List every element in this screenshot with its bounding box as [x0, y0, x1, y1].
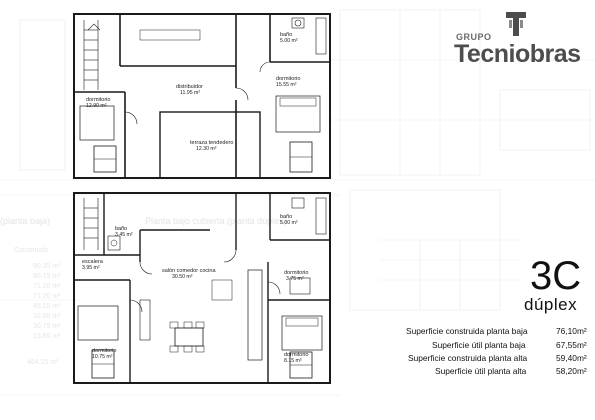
brand-mark-icon [506, 12, 526, 36]
surface-value: 76,10m² [556, 326, 587, 336]
lower-stair [83, 198, 99, 250]
upper-stair [83, 20, 101, 90]
background-value: 71.20 m² [33, 283, 61, 290]
room-area: 3.45 m² [115, 232, 133, 238]
surface-value: 67,55m² [556, 340, 587, 350]
background-value: 90.35 m² [33, 263, 61, 270]
room-name: dormitorio [276, 76, 300, 82]
room-name: escalera [82, 259, 104, 265]
surface-label: Superficie útil planta baja [432, 340, 526, 350]
room-area: 12.30 m² [196, 146, 217, 152]
room-area: 3.95 m² [82, 265, 100, 271]
room-area: 30.50 m² [172, 274, 193, 280]
background-title-upper: Planta bajo cubierta (planta dúplex) [145, 216, 287, 226]
unit-type: dúplex [524, 295, 578, 314]
background-value: 90.15 m² [33, 273, 61, 280]
brand-logo: GRUPO Tecniobras [448, 12, 588, 68]
room-name: baño [280, 32, 292, 38]
room-name: baño [115, 226, 127, 232]
surface-label: Superficie construida planta baja [406, 326, 528, 336]
room-area: 3.75 m² [286, 276, 304, 282]
surface-value: 59,40m² [556, 353, 587, 363]
room-name: dormitorio [284, 352, 308, 358]
room-name: distribuidor [176, 84, 203, 90]
unit-code: 3C [530, 254, 582, 298]
lower-floor-plan [73, 192, 331, 384]
room-name: salón comedor cocina [162, 268, 216, 274]
background-value: 71.20 m² [33, 293, 61, 300]
room-area: 5.00 m² [280, 220, 298, 226]
background-value: 13.65 m² [33, 333, 61, 340]
upper-floor-plan [73, 13, 331, 179]
room-area: 11.95 m² [180, 90, 200, 96]
room-area: 8.15 m² [284, 358, 302, 364]
background-value: 32.60 m² [33, 313, 61, 320]
surface-label: Superficie útil planta alta [435, 366, 527, 376]
surface-label: Superficie construida planta alta [408, 353, 528, 363]
room-area: 10.75 m² [92, 354, 113, 360]
room-name: dormitorio [284, 270, 308, 276]
background-plan-drawing [0, 9, 595, 396]
background-value: 45.15 m² [33, 303, 61, 310]
room-area: 12.90 m² [86, 103, 107, 109]
background-value: 464.25 m² [27, 359, 59, 366]
room-name: baño [280, 214, 292, 220]
room-name: dormitorio [86, 97, 110, 103]
room-name: terraza tendedero [190, 140, 233, 146]
surface-value: 58,20m² [556, 366, 587, 376]
brand-name: Tecniobras [454, 40, 581, 68]
room-name: dormitorio [92, 348, 116, 354]
background-title-lower: (planta baja) [0, 216, 50, 226]
room-area: 5.00 m² [280, 38, 298, 44]
background-value: 30.75 m² [33, 323, 61, 330]
background-label: Construida [14, 247, 48, 254]
brand-group-label: GRUPO [456, 32, 492, 42]
room-area: 15.55 m² [276, 82, 297, 88]
